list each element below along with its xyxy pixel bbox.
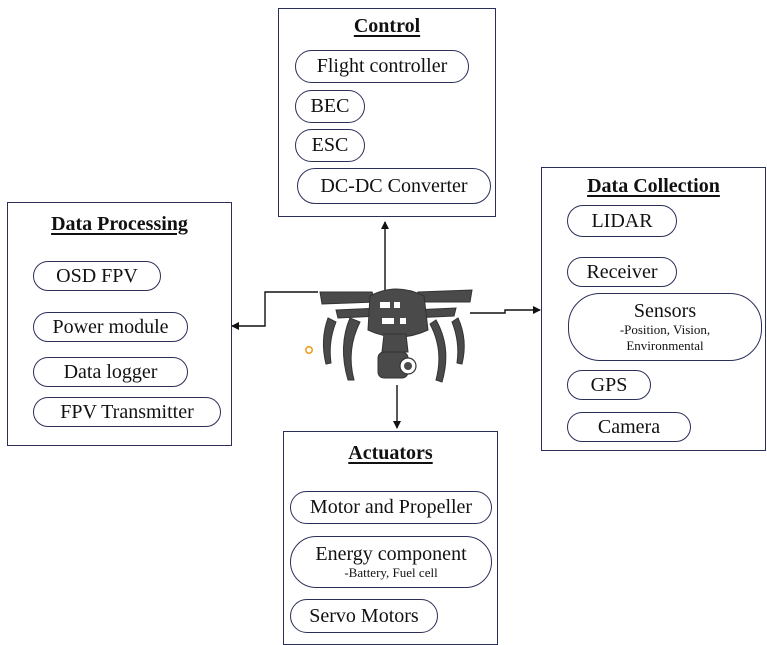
control-panel: Control Flight controller BEC ESC DC-DC … bbox=[278, 8, 496, 217]
esc-pill: ESC bbox=[295, 129, 365, 162]
data-logger-label: Data logger bbox=[63, 360, 158, 383]
sensors-label: Sensors bbox=[633, 299, 697, 322]
lidar-label: LIDAR bbox=[591, 209, 653, 232]
data-collection-title: Data Collection bbox=[587, 175, 720, 197]
sensors-sub-line2: Environmental bbox=[626, 337, 704, 353]
drone-icon bbox=[319, 288, 473, 383]
camera-pill: Camera bbox=[567, 412, 691, 442]
gps-label: GPS bbox=[590, 373, 628, 396]
esc-label: ESC bbox=[311, 134, 349, 156]
control-title: Control bbox=[353, 15, 421, 37]
fpv-transmitter-pill: FPV Transmitter bbox=[33, 397, 221, 427]
data-processing-title: Data Processing bbox=[51, 213, 188, 235]
motor-and-propeller-label: Motor and Propeller bbox=[309, 496, 473, 518]
power-module-label: Power module bbox=[52, 315, 169, 338]
gps-pill: GPS bbox=[567, 370, 651, 400]
osd-fpv-label: OSD FPV bbox=[56, 264, 138, 287]
orange-dot bbox=[304, 345, 313, 354]
motor-and-propeller-pill: Motor and Propeller bbox=[290, 491, 492, 524]
energy-component-sub: -Battery, Fuel cell bbox=[344, 564, 438, 580]
sensors-sub-line1: -Position, Vision, bbox=[619, 321, 711, 337]
arrow-to-data-processing bbox=[231, 291, 318, 330]
actuators-title: Actuators bbox=[348, 442, 433, 464]
servo-motors-pill: Servo Motors bbox=[290, 599, 438, 633]
energy-component-label: Energy component bbox=[315, 542, 467, 565]
bec-pill: BEC bbox=[295, 90, 365, 123]
lidar-pill: LIDAR bbox=[567, 205, 677, 237]
flight-controller-label: Flight controller bbox=[316, 55, 448, 77]
data-logger-pill: Data logger bbox=[33, 357, 188, 387]
power-module-pill: Power module bbox=[33, 312, 188, 342]
arrow-to-data-collection bbox=[470, 306, 541, 314]
dc-dc-converter-label: DC-DC Converter bbox=[320, 174, 468, 197]
receiver-label: Receiver bbox=[586, 260, 658, 283]
energy-component-pill: Energy component -Battery, Fuel cell bbox=[290, 536, 492, 588]
bec-label: BEC bbox=[310, 95, 350, 117]
fpv-transmitter-label: FPV Transmitter bbox=[60, 400, 194, 423]
dc-dc-converter-pill: DC-DC Converter bbox=[297, 168, 491, 204]
osd-fpv-pill: OSD FPV bbox=[33, 261, 161, 291]
actuators-panel: Actuators Motor and Propeller Energy com… bbox=[283, 431, 498, 645]
flight-controller-pill: Flight controller bbox=[295, 50, 469, 83]
sensors-pill: Sensors -Position, Vision, Environmental bbox=[568, 293, 762, 361]
camera-label: Camera bbox=[597, 415, 661, 438]
servo-motors-label: Servo Motors bbox=[309, 604, 419, 627]
data-processing-panel: Data Processing OSD FPV Power module Dat… bbox=[7, 202, 232, 446]
receiver-pill: Receiver bbox=[567, 257, 677, 287]
data-collection-panel: Data Collection LIDAR Receiver Sensors -… bbox=[541, 167, 766, 451]
